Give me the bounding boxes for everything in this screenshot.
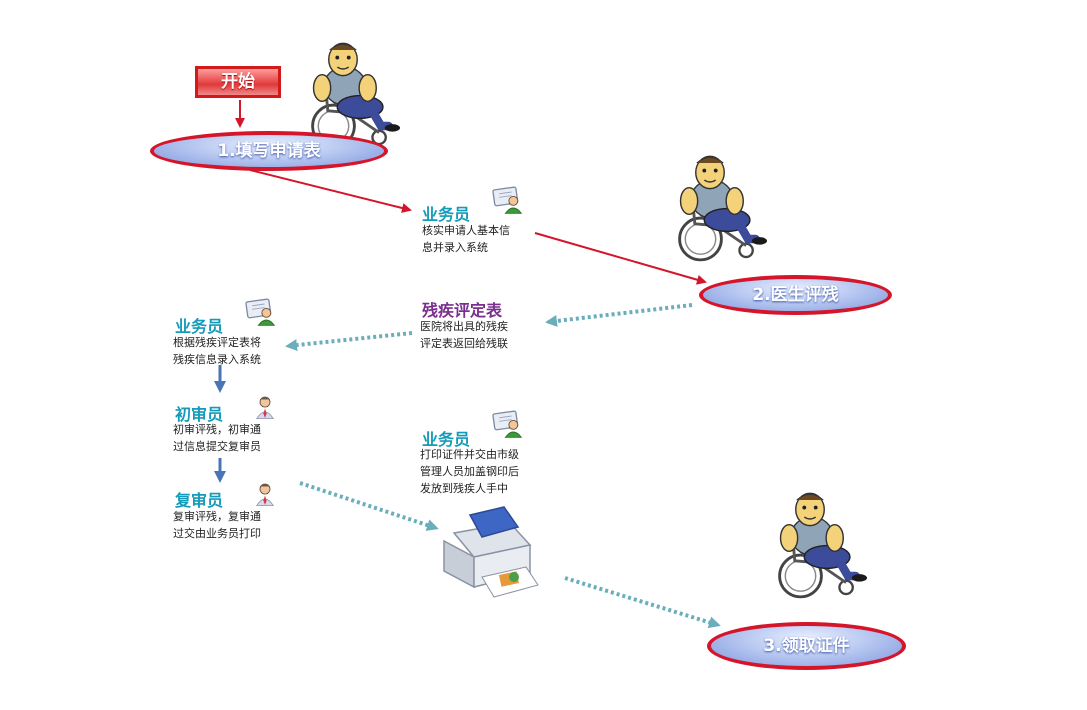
clerk-icon <box>245 298 276 326</box>
first-reviewer-role: 初审员 <box>175 405 224 424</box>
clerk-icon <box>492 186 523 214</box>
arrow-clerk-to-step2 <box>534 232 707 285</box>
second-reviewer-desc: 复审评残，复审通 过交由业务员打印 <box>173 510 261 540</box>
clerk-enter-desc: 根据残疾评定表将 残疾信息录入系统 <box>173 336 261 366</box>
clerk-verify-desc: 核实申请人基本信 息并录入系统 <box>422 224 510 254</box>
assessment-form-title: 残疾评定表 <box>422 301 503 320</box>
printer-icon <box>443 506 539 598</box>
step-doctor-assessment: 2.医生评残 <box>699 275 892 315</box>
arrow-printer-to-step3 <box>564 576 721 629</box>
clerk-enter-role: 业务员 <box>175 317 224 336</box>
first-reviewer-desc: 初审评残，初审通 过信息提交复审员 <box>173 423 261 453</box>
start-button: 开始 <box>195 66 281 98</box>
clerk-verify-role: 业务员 <box>422 205 471 224</box>
assessment-form-desc: 医院将出具的残疾 评定表返回给残联 <box>420 320 508 350</box>
arrow-reviewer-to-printer <box>299 481 439 531</box>
clerk-icon <box>492 410 523 438</box>
arrow-step1-to-clerk <box>249 169 412 213</box>
clerk-print-role: 业务员 <box>422 430 471 449</box>
clerk-print-desc: 打印证件并交由市级 管理人员加盖钢印后 发放到残疾人手中 <box>420 448 519 495</box>
reviewer-icon <box>256 483 274 506</box>
arrow-form-to-clerk <box>285 331 413 352</box>
reviewer-icon <box>256 396 274 419</box>
wheelchair-user-icon <box>780 493 867 597</box>
second-reviewer-role: 复审员 <box>175 491 224 510</box>
step-fill-application: 1.填写申请表 <box>150 131 388 171</box>
wheelchair-user-icon <box>313 43 400 147</box>
arrow-step2-to-form <box>545 303 693 327</box>
step-collect-certificate: 3.领取证件 <box>707 622 906 670</box>
wheelchair-user-icon <box>680 156 767 260</box>
